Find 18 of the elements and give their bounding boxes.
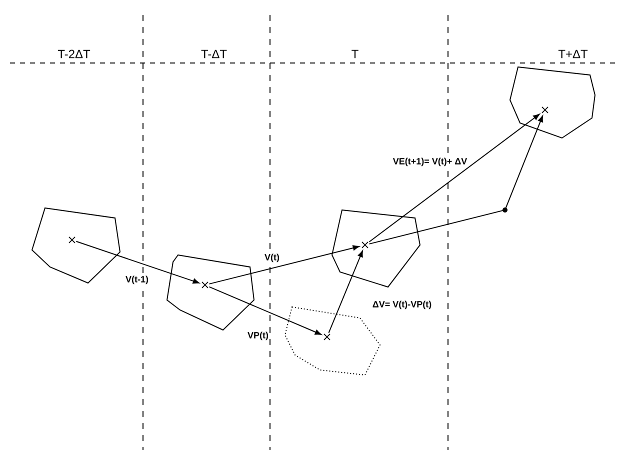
edge-label: V(t-1) xyxy=(124,274,150,286)
edge-label: V(t) xyxy=(264,252,280,264)
edge-label: VP(t) xyxy=(246,330,270,342)
edge-label: ΔV= V(t)-VP(t) xyxy=(371,300,433,310)
point-mark xyxy=(202,282,208,288)
point-mark xyxy=(324,334,330,340)
time-label: T xyxy=(349,48,361,60)
edge-label: VE(t+1)= V(t)+ ΔV xyxy=(392,156,468,168)
arrow xyxy=(76,240,200,284)
point-mark xyxy=(362,242,368,248)
time-label: T+ΔT xyxy=(556,48,590,60)
point-mark xyxy=(68,236,76,244)
time-label: T-2ΔT xyxy=(56,48,92,60)
arrow xyxy=(328,250,363,334)
arrow xyxy=(208,286,322,335)
arrow xyxy=(208,245,360,284)
point-mark xyxy=(542,106,548,114)
time-label: T-ΔT xyxy=(199,48,229,60)
